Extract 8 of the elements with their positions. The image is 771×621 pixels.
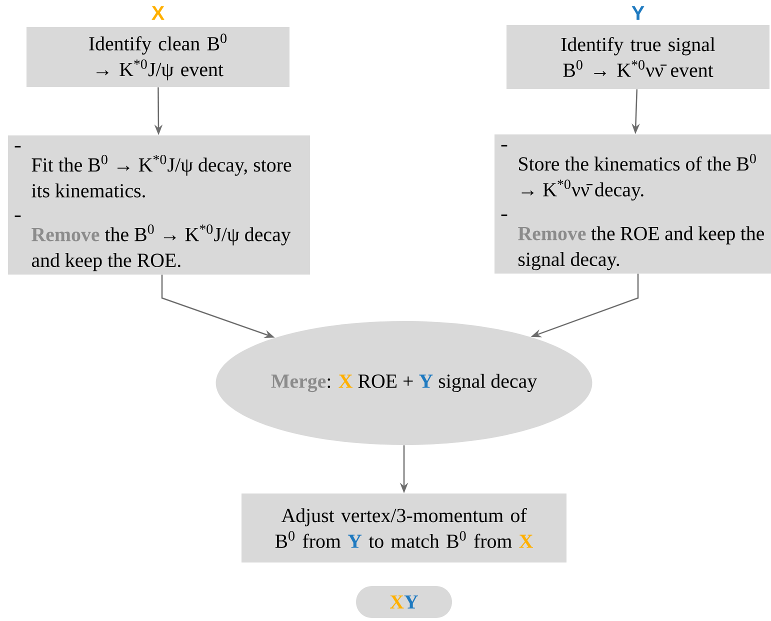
- process-box: Identify true signal B$^{0}$ → K$^{*0}$νν̄ event: [506, 25, 770, 89]
- process-box: Fit the B$^{0}$ → K$^{*0}$J/ψ decay, store its kinematics. Remove the B$^{0}$ → K$^{*0}$J/ψ decay and keep the ROE.: [8, 135, 310, 275]
- result-pill: XY: [356, 586, 452, 618]
- column-heading: X: [152, 6, 164, 20]
- process-box: Identify clean B$^{0}$ → K$^{*0}$J/ψ event: [26, 26, 290, 87]
- column-heading: Y: [632, 6, 644, 20]
- process-box: Adjust vertex/3-momentum of B$^{0}$ from Y to match B$^{0}$ from X: [242, 493, 566, 562]
- process-box: Store the kinematics of the B$^{0}$ → K$^{*0}$νν̄ decay. Remove the ROE and keep the signal decay.: [494, 134, 771, 274]
